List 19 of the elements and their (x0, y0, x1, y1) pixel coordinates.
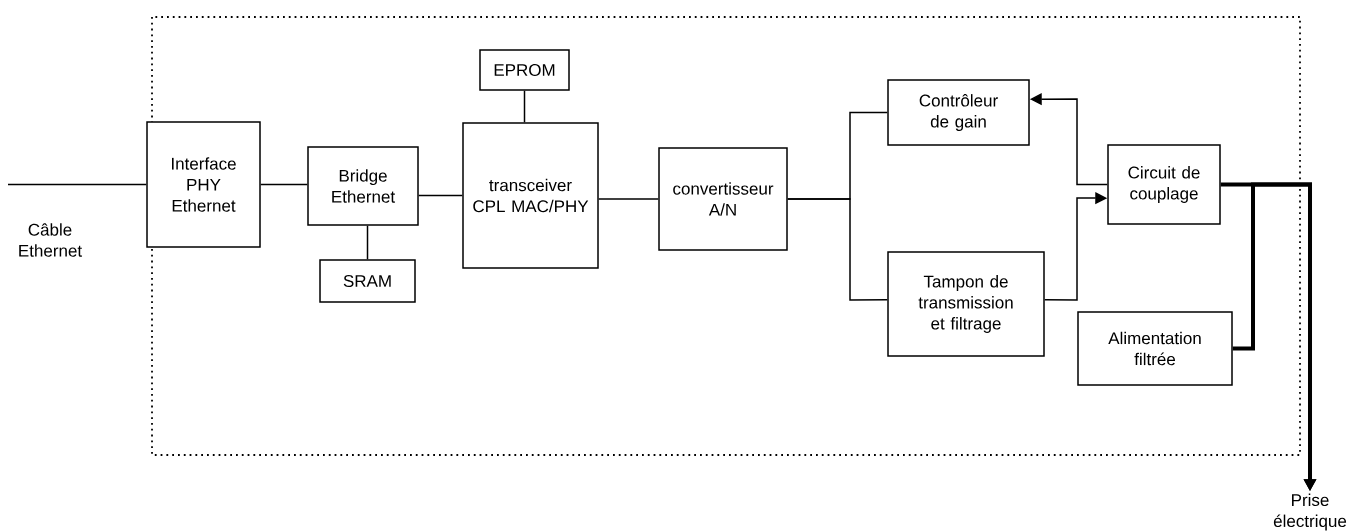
connector-line (523, 90, 526, 123)
block-box: convertisseur A/N (658, 147, 788, 251)
block-box: transceiver CPL MAC/PHY (462, 122, 599, 269)
block-box: Contrôleur de gain (887, 79, 1030, 146)
connector-line (7, 183, 147, 186)
block-box: Interface PHY Ethernet (146, 121, 261, 248)
block-box: Bridge Ethernet (307, 146, 419, 226)
node-label: Prise électrique (1273, 493, 1347, 531)
block-box: Tampon de transmission et filtrage (887, 251, 1045, 357)
block-box: EPROM (479, 49, 570, 91)
connector-line (366, 225, 369, 260)
cable-label: Câble Ethernet (19, 223, 82, 257)
block-box: Circuit de couplage (1107, 144, 1221, 225)
block-box: Alimentation filtrée (1077, 311, 1233, 386)
connector-line (418, 194, 463, 197)
block-box: SRAM (319, 259, 416, 303)
connector-line (260, 183, 308, 186)
connector-line (787, 198, 888, 301)
connector-line (598, 198, 659, 200)
